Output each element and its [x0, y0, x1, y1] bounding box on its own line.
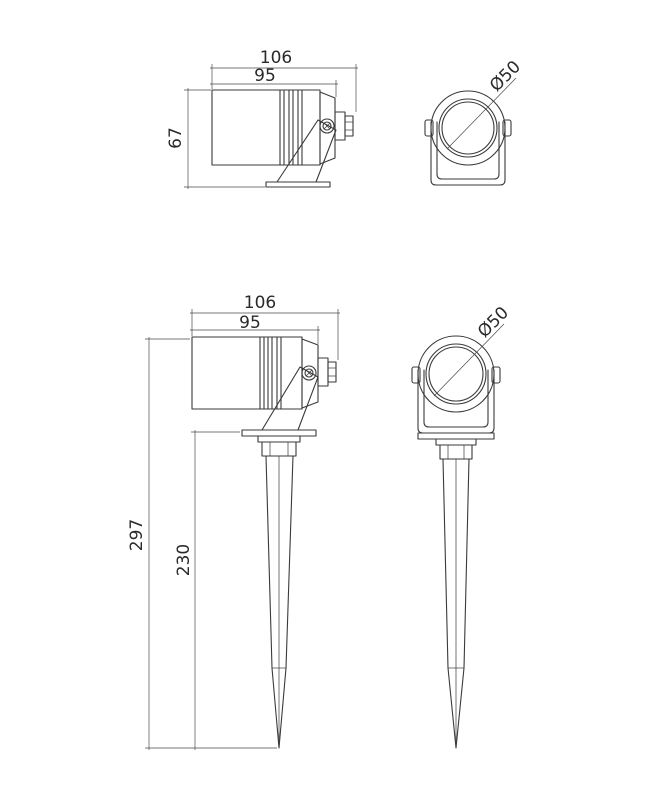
- dim-width-total-spike-label: 106: [244, 293, 276, 313]
- dim-diameter-spike-label: Ø50: [474, 303, 513, 342]
- spike-flange-front: [417, 432, 495, 460]
- ground-spike-front: [442, 458, 470, 749]
- dim-diameter-top-label: Ø50: [486, 57, 525, 96]
- yoke-bracket: [424, 119, 512, 186]
- dim-width-body-spike-label: 95: [239, 313, 261, 333]
- dimension-diameter-top: Ø50: [446, 57, 525, 150]
- surface-mount-side-view: 106 95 67: [166, 48, 358, 189]
- lamp-body: [211, 89, 336, 166]
- surface-mount-front-view: Ø50: [424, 57, 525, 186]
- dimension-width-body-spike: 95: [190, 313, 320, 344]
- dim-width-body-label: 95: [254, 66, 276, 86]
- mounting-bracket: [265, 118, 337, 188]
- cable-gland-spike: [317, 357, 337, 387]
- dim-width-total-label: 106: [260, 48, 292, 68]
- dimension-height-total: 297: [127, 337, 277, 750]
- dimension-height-spike: 230: [174, 430, 240, 750]
- dim-height-label: 67: [166, 127, 186, 149]
- lamp-head-front: [430, 90, 506, 166]
- dim-height-spike-label: 230: [174, 544, 194, 576]
- dim-height-total-label: 297: [127, 519, 147, 551]
- ground-spike: [265, 455, 294, 749]
- dimension-width-total: 106: [210, 48, 358, 112]
- dimension-width-body: 95: [210, 66, 338, 97]
- spike-mount-side-view: 106 95 297 230: [127, 293, 340, 750]
- lamp-head-front-spike: [417, 335, 495, 413]
- lamp-body-spike: [191, 336, 319, 410]
- mounting-bracket-spike: [261, 365, 319, 431]
- cable-gland: [334, 111, 354, 141]
- dimension-width-total-spike: 106: [190, 293, 340, 360]
- yoke-bracket-spike: [411, 366, 501, 434]
- spike-flange: [241, 429, 317, 457]
- spike-mount-front-view: Ø50: [411, 303, 513, 749]
- dimension-height: 67: [166, 88, 265, 189]
